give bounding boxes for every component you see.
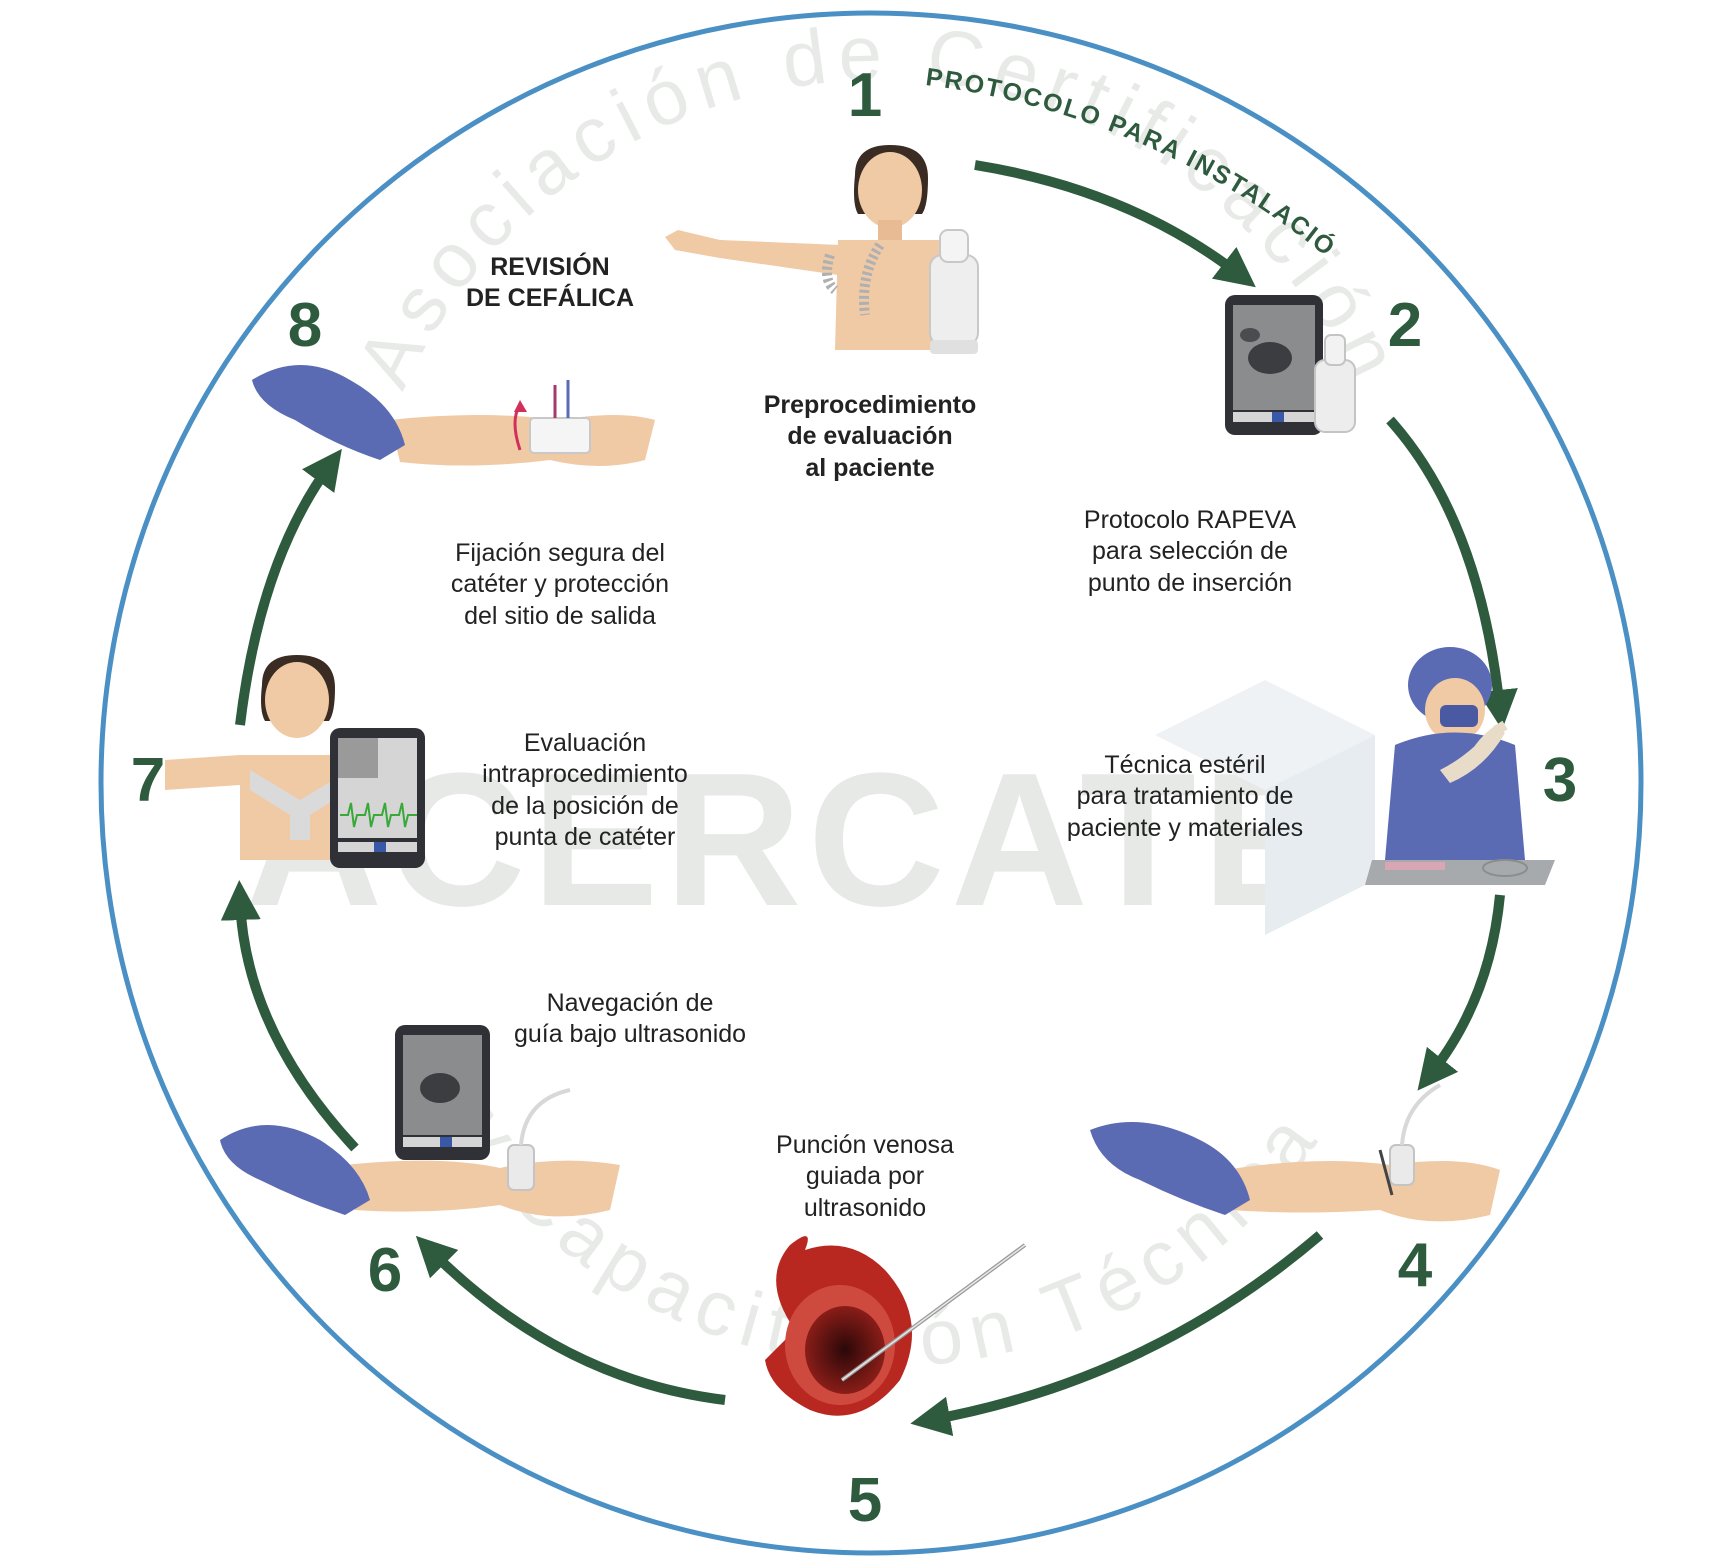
- description-line: paciente y materiales: [1066, 813, 1304, 842]
- arm-guided-navigation-icon: [220, 1025, 620, 1217]
- description-line: de la posición de: [491, 791, 679, 820]
- arrow-1-to-2: [974, 160, 1256, 288]
- description-line: Técnica estéril: [1104, 751, 1266, 779]
- step-1-description: Preprocedimiento de evaluación al pacien…: [730, 390, 1010, 484]
- arrow-6-to-7: [220, 880, 359, 1152]
- description-line: Punción venosa: [776, 1131, 954, 1159]
- ultrasound-tablet-icon: [1225, 295, 1356, 435]
- description-line: guiada por: [805, 1162, 925, 1191]
- arrow-4-to-5: [910, 1231, 1324, 1437]
- arm-catheter-fixation-icon: [252, 365, 655, 466]
- outer-ring: [98, 10, 1644, 1556]
- step-number-4: 4: [1397, 1231, 1433, 1300]
- chest-ecg-tablet-icon: [165, 655, 425, 868]
- arrow-2-to-3: [1386, 416, 1518, 730]
- step-7-description: Evaluación intraprocedimiento de la posi…: [440, 728, 730, 853]
- description-line: punta de catéter: [494, 822, 676, 851]
- arm-ultrasound-probe-icon: [1090, 1083, 1500, 1222]
- step-number-3: 3: [1542, 746, 1578, 815]
- note-line: DE CEFÁLICA: [465, 284, 635, 313]
- step-number-5: 5: [847, 1466, 883, 1535]
- arrow-3-to-4: [1417, 894, 1505, 1091]
- step-number-2: 2: [1387, 291, 1423, 360]
- arrow-7-to-8: [235, 448, 342, 726]
- note-line: REVISIÓN: [490, 253, 610, 281]
- vein-puncture-icon: [765, 1236, 1027, 1416]
- step-6-description: Navegación de guía bajo ultrasonido: [480, 988, 780, 1051]
- description-line: del sitio de salida: [464, 601, 656, 630]
- step-5-description: Punción venosa guiada por ultrasonido: [735, 1130, 995, 1224]
- cycle-arrows: [220, 160, 1518, 1437]
- watermark-box-logo: [1155, 680, 1375, 935]
- description-line: ultrasonido: [803, 1193, 927, 1222]
- watermark-brand: ACERCATE: [245, 734, 1334, 946]
- description-line: intraprocedimiento: [482, 760, 688, 789]
- step-number-8: 8: [287, 291, 323, 360]
- description-line: Navegación de: [546, 989, 714, 1017]
- step-number-1: 1: [847, 61, 883, 130]
- patient-arm-measure-icon: [665, 145, 979, 354]
- description-line: guía bajo ultrasonido: [513, 1020, 747, 1049]
- step-2-description: Protocolo RAPEVA para selección de punto…: [1040, 505, 1340, 599]
- description-line: para selección de: [1092, 537, 1288, 566]
- description-line: punto de inserción: [1087, 568, 1293, 597]
- description-line: Protocolo RAPEVA: [1083, 506, 1297, 534]
- step-3-description: Técnica estéril para tratamiento de paci…: [1025, 750, 1345, 844]
- description-line: al paciente: [805, 453, 935, 482]
- sterile-clinician-icon: [1365, 647, 1555, 885]
- description-line: catéter y protección: [450, 570, 670, 599]
- description-line: Fijación segura del: [455, 539, 665, 567]
- step-number-6: 6: [367, 1236, 403, 1305]
- description-line: para tratamiento de: [1076, 782, 1294, 811]
- description-line: Preprocedimiento: [763, 391, 977, 419]
- description-line: de evaluación: [787, 422, 953, 451]
- note-cephalic-review: REVISIÓN DE CEFÁLICA: [430, 252, 670, 315]
- step-8-description: Fijación segura del catéter y protección…: [410, 538, 710, 632]
- description-line: Evaluación: [523, 729, 647, 757]
- step-number-7: 7: [130, 746, 166, 815]
- arrow-5-to-6: [415, 1235, 726, 1405]
